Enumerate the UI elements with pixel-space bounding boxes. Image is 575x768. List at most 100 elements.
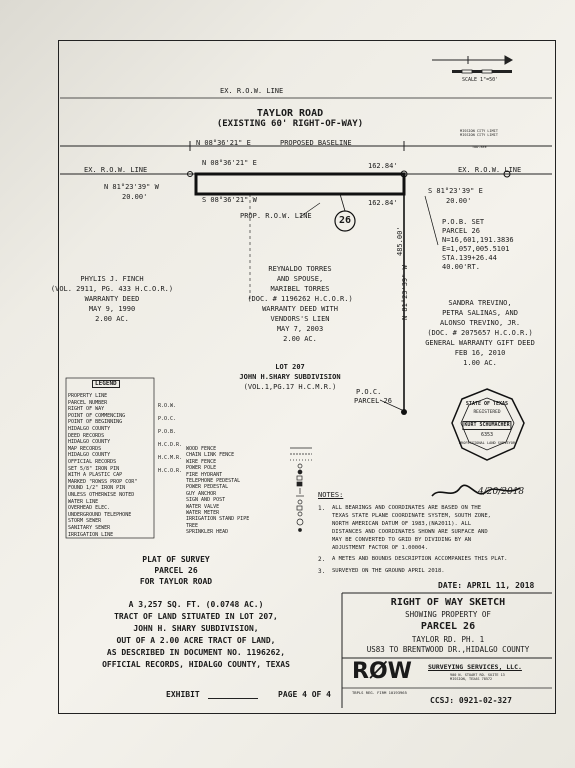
parcel-top-bearing: N 08°36'21" E (202, 159, 257, 167)
baseline-bearing: N 08°36'21" E (196, 139, 251, 147)
legend-item: IRRIGATION LINE (68, 531, 114, 538)
road-existing: (EXISTING 60' RIGHT-OF-WAY) (216, 119, 364, 129)
owner-line: (VOL. 2911, PG. 433 H.C.O.R.) (50, 285, 174, 293)
legend-item: IRRIGATION STAND PIPE (186, 516, 250, 523)
tbpls-reg: TBPLS REG. FIRM 10193965 (352, 690, 407, 695)
legend-item: SET 5/8" IRON PIN (68, 465, 120, 472)
sketch-road2: US83 TO BRENTWOOD DR.,HIDALGO COUNTY (366, 645, 530, 654)
road-name: TAYLOR ROAD (256, 108, 324, 119)
owner-line: FEB 16, 2010 (454, 349, 506, 357)
note-3: SURVEYED ON THE GROUND APRIL 2018. (332, 568, 445, 574)
lot-number: LOT 207 (275, 363, 305, 371)
desc-line: A 3,257 SQ. FT. (0.0748 AC.) (128, 600, 264, 609)
legend-item: WITH A PLASTIC CAP (68, 472, 123, 479)
legend-item: WATER VALVE (186, 503, 220, 510)
company-address: 900 N. STUART RD. SUITE 13 MISSION, TEXA… (450, 673, 505, 681)
parcel-number: 26 (338, 215, 352, 226)
east-line-bearing: N 81°23'39" W (401, 265, 409, 320)
owner-line: 1.00 AC. (463, 359, 497, 367)
edge-note: MISSION CITY LIMIT MISSION CITY LIMIT (460, 129, 498, 137)
legend-item: WIRE FENCE (186, 458, 217, 465)
owner-line: SANDRA TREVINO, (448, 299, 512, 307)
legend-item: H.C.O.R. (158, 468, 183, 474)
parcel-bottom-dist: 162.84' (368, 199, 398, 207)
page-label: PAGE 4 OF 4 (278, 690, 331, 699)
surveyor-seal-icon (451, 388, 525, 461)
sketch-parcel: PARCEL 26 (420, 621, 476, 632)
legend-item: SANITARY SEWER (68, 525, 111, 531)
owner-line: ALONSO TREVINO, JR. (439, 319, 521, 327)
legend-item: H.C.M.R. (158, 455, 183, 461)
legend-item: UNLESS OTHERWISE NOTED (68, 492, 135, 498)
scale-label: SCALE 1"=50' (462, 77, 499, 83)
exhibit-line (208, 698, 258, 699)
legend-item: WATER LINE (68, 498, 99, 505)
legend-item: TREE (186, 522, 199, 529)
owner-line: (DOC. # 2075657 H.C.O.R.) (427, 329, 533, 337)
legend-item: CHAIN LINK FENCE (186, 452, 235, 459)
seal-title: PROFESSIONAL LAND SURVEYOR (458, 441, 516, 445)
owner-line: PETRA SALINAS, AND (442, 309, 518, 317)
lot-record: (VOL.1,PG.17 H.C.M.R.) (243, 383, 337, 391)
pob-line: 40.00'RT. (442, 263, 480, 271)
note-line: ALL BEARINGS AND COORDINATES ARE BASED O… (332, 505, 482, 511)
owner-line: REYNALDO TORRES (268, 265, 332, 273)
prop-row-line: PROP. R.O.W. LINE (240, 212, 312, 220)
legend-item: RIGHT OF WAY (68, 406, 105, 413)
legend-item: WATER METER (186, 510, 220, 516)
seal-name: KURT SCHUMACHER (462, 421, 512, 430)
legend-item: PARCEL NUMBER (68, 399, 108, 406)
plat-parcel: PARCEL 26 (154, 566, 198, 575)
legend-item: FOUND 1/2" IRON PIN (68, 485, 126, 492)
legend-item: WOOD FENCE (186, 446, 217, 452)
owner-line: GENERAL WARRANTY GIFT DEED (425, 339, 535, 347)
exhibit-label: EXHIBIT (166, 690, 200, 699)
legend-item: OVERHEAD ELEC. (68, 505, 111, 512)
lot-subdivision: JOHN H.SHARY SUBDIVISION (239, 373, 341, 381)
owner-line: WARRANTY DEED (84, 295, 140, 303)
company-logo: RØW (352, 659, 412, 684)
pob-line: STA.139+26.44 (442, 254, 497, 262)
desc-line: TRACT OF LAND SITUATED IN LOT 207, (114, 612, 278, 621)
owner-line: PHYLIS J. FINCH (80, 275, 144, 283)
legend-item: POINT OF COMMENCING (68, 412, 126, 419)
desc-line: AS DESCRIBED IN DOCUMENT NO. 1196262, (106, 648, 286, 657)
owner-line: 2.00 AC. (283, 335, 317, 343)
parcel-top-dist: 162.84' (368, 162, 398, 170)
owner-line: MAY 7, 2003 (276, 325, 324, 333)
parcel-left-bearing: N 81°23'39" W (104, 183, 159, 191)
legend-item: R.O.W. (158, 403, 177, 409)
note-line: NORTH AMERICAN DATUM OF 1983,(NA2011). A… (332, 521, 472, 527)
desc-line: JOHN H. SHARY SUBDIVISION, (133, 624, 259, 633)
legend-item: DEED RECORDS (68, 432, 105, 439)
pob-line: P.O.B. SET (442, 218, 485, 226)
parcel-bottom-bearing: S 08°36'21" W (202, 196, 257, 204)
owner-line: WARRANTY DEED WITH (262, 305, 338, 313)
legend-item: GUY ANCHOR (186, 490, 217, 497)
legend-item: POWER POLE (186, 465, 217, 472)
owner-line: MARIBEL TORRES (270, 285, 330, 293)
poc-parcel: PARCEL 26 (354, 397, 392, 405)
note-line: MAY BE CONVERTED TO GRID BY DIVIDING BY … (332, 537, 472, 543)
legend-item: H.C.D.R. (158, 442, 183, 448)
plat-road: FOR TAYLOR ROAD (139, 577, 213, 586)
seal-state: STATE OF TEXAS (465, 401, 509, 407)
legend-item: SPRINKLER HEAD (186, 529, 229, 536)
legend-item: STORM SEWER (68, 518, 102, 525)
pob-line: N=16,601,191.3836 (442, 236, 514, 244)
parcel-right-bearing: S 81°23'39" E (428, 187, 483, 195)
ccsj-number: CCSJ: 0921-02-327 (430, 696, 512, 705)
sketch-heading: RIGHT OF WAY SKETCH (390, 597, 506, 608)
note-2: A METES AND BOUNDS DESCRIPTION ACCOMPANI… (332, 556, 508, 562)
legend-item: SIGN AND POST (186, 497, 226, 504)
seal-registered: REGISTERED (473, 410, 501, 415)
legend-title: LEGEND (92, 380, 120, 388)
legend-item: HIDALGO COUNTY (68, 452, 111, 459)
proposed-baseline: PROPOSED BASELINE (280, 139, 352, 147)
legend-item: FIRE HYDRANT (186, 471, 223, 478)
note-line: DISTANCES AND COORDINATES SHOWN ARE SURF… (332, 529, 488, 535)
sketch-road1: TAYLOR RD. PH. 1 (411, 635, 485, 644)
plat-title: PLAT OF SURVEY (142, 555, 210, 564)
signature-icon (431, 484, 521, 497)
